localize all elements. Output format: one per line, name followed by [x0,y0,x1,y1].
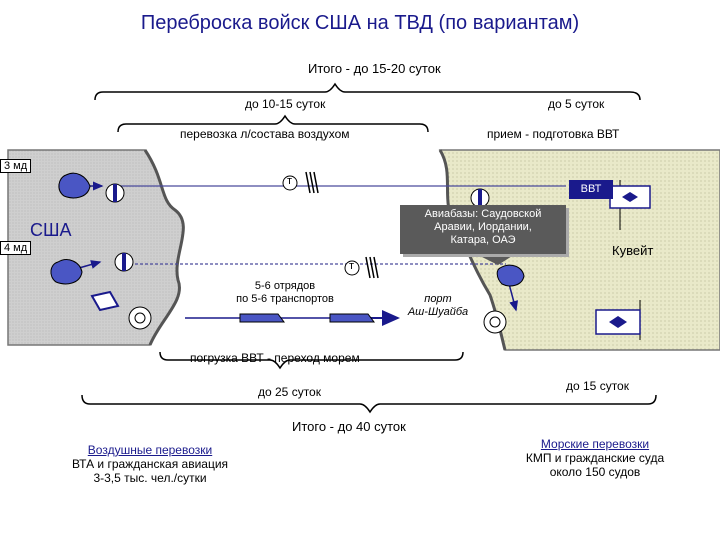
sea-note-title: Морские перевозки [540,437,650,451]
air-note-line-2: ВТА и гражданская авиация [71,456,229,471]
brace-total-top [94,82,641,101]
port-label: порт Аш-Шуайба [398,293,478,318]
port-line-2: Аш-Шуайба [407,305,469,318]
brace-total-bottom [81,394,657,414]
division-4-icon [50,259,83,285]
vvt-label: ВВТ [569,180,613,199]
bottom-left-days-label: до 25 суток [258,385,321,399]
division-3-icon [58,172,91,199]
transit-node-icon [344,256,379,279]
airbases-line-2: Аравии, Иордании, [434,221,532,233]
transit-node-2-label: т [349,260,355,272]
bottom-total-label: Итого - до 40 суток [292,419,406,434]
air-note-line-3: 3-3,5 тыс. чел./сутки [93,470,207,485]
port-line-1: порт [424,293,452,305]
kuwait-label: Кувейт [612,243,654,258]
top-total-label: Итого - до 15-20 суток [308,61,441,76]
airbases-line-3: Катара, ОАЭ [450,234,516,246]
transit-node-1-label: т [287,175,293,187]
airbases-callout: Авиабазы: Саудовской Аравии, Иордании, К… [400,205,566,254]
sea-note-line-2: КМП и гражданские суда [525,450,665,465]
transit-node-icon [282,171,319,194]
unit-symbol-icon [105,183,125,203]
airbases-line-1: Авиабазы: Саудовской [424,208,542,220]
ship-icon [329,313,375,323]
bottom-right-days-label: до 15 суток [566,379,629,393]
air-transport-note: Воздушные перевозки ВТА и гражданская ав… [40,443,260,485]
flag-icon [595,300,641,340]
ship-icon [239,313,285,323]
sea-load-label: погрузка ВВТ - переход морем [190,351,360,365]
page-title: Переброска войск США на ТВД (по варианта… [140,12,580,34]
port-icon [483,310,507,334]
convoy-label: 5-6 отрядов по 5-6 транспортов [220,280,350,305]
brace-sea [159,351,464,370]
air-note-title: Воздушные перевозки [87,443,213,457]
callout-pointer [470,251,520,265]
reception-label: прием - подготовка ВВТ [487,127,620,141]
convoy-line-1: 5-6 отрядов [254,280,316,292]
usa-landmass [7,149,185,346]
top-left-days-label: до 10-15 суток [245,97,326,111]
equipment-icon [90,290,120,312]
port-icon [128,306,152,330]
sea-note-line-3: около 150 судов [549,464,641,479]
air-transport-label: перевозка л/состава воздухом [180,127,350,141]
division-4-label: 4 мд [0,241,32,255]
brace-air [117,114,429,133]
convoy-line-2: по 5-6 транспортов [236,292,334,305]
top-right-days-label: до 5 суток [548,97,605,111]
usa-coastline [143,149,185,346]
airbase-icon [496,264,525,287]
division-3-label: 3 мд [0,159,32,173]
sea-transport-note: Морские перевозки КМП и гражданские суда… [490,437,700,479]
unit-symbol-icon [114,252,134,272]
usa-label: США [30,220,72,240]
flag-icon [609,180,651,230]
